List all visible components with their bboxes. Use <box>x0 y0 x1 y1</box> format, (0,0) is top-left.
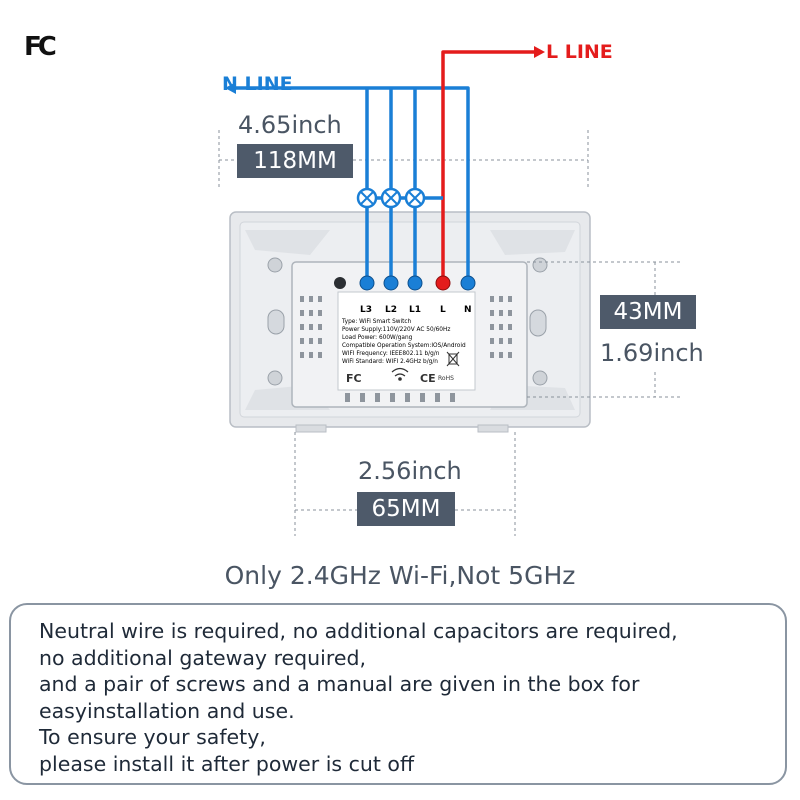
info-line: no additional gateway required, <box>39 645 366 670</box>
terminal-label: N <box>464 305 472 315</box>
depth-mm-label: 65MM <box>357 492 455 526</box>
spec-line: Compatible Operation System:IOS/Android <box>342 343 466 349</box>
terminal-l1 <box>407 275 423 291</box>
module-rohs-mark: RoHS <box>438 375 454 382</box>
width-inch-label: 4.65inch <box>238 111 342 139</box>
fcc-logo: FC <box>24 32 57 62</box>
l-line-label: L LINE <box>546 41 613 63</box>
info-line: please install it after power is cut off <box>39 751 415 776</box>
info-line: To ensure your safety, <box>39 725 266 749</box>
lamp-icon-group <box>356 187 426 209</box>
neutral-wire <box>233 86 470 283</box>
l-line-arrow <box>534 46 545 58</box>
live-wire <box>441 50 536 283</box>
weee-bin-icon <box>446 351 460 367</box>
n-line-arrow <box>225 82 236 94</box>
info-box: Neutral wire is required, no additional … <box>9 603 787 785</box>
terminal-label: L2 <box>385 305 397 315</box>
lamp-icon-1 <box>356 187 378 209</box>
info-line: easyinstallation and use. <box>39 698 295 723</box>
wifi-icon <box>391 367 409 381</box>
dimension-guides <box>218 130 680 536</box>
terminal-l3 <box>359 275 375 291</box>
terminal-l2 <box>383 275 399 291</box>
info-line: and a pair of screws and a manual are gi… <box>39 672 640 696</box>
width-mm-label: 118MM <box>237 144 353 178</box>
spec-line: Load Power: 600W/gang <box>342 335 413 341</box>
switch-module <box>291 261 528 408</box>
lamp-icon-3 <box>404 187 426 209</box>
n-line-label: N LINE <box>222 73 293 95</box>
wires <box>233 50 536 283</box>
info-line: Neutral wire is required, no additional … <box>39 619 678 643</box>
depth-inch-label: 2.56inch <box>358 457 462 485</box>
height-mm-label: 43MM <box>600 295 696 329</box>
spec-line: WIFI Frequency: IEEE802.11 b/g/n <box>342 351 440 357</box>
height-inch-label: 1.69inch <box>600 339 704 367</box>
spec-line: Type: WiFi Smart Switch <box>341 319 412 325</box>
spec-line: WiFi Standard: WIFI 2.4GHz b/g/n <box>342 359 438 365</box>
terminal-label: L1 <box>409 305 421 315</box>
terminal-label: L3 <box>360 305 372 315</box>
module-fc-mark: FC <box>346 372 362 385</box>
terminal-n <box>460 275 476 291</box>
spec-line: Power Supply:110V/220V AC 50/60Hz <box>342 327 450 333</box>
terminal-l <box>435 275 451 291</box>
terminal-label: L <box>440 305 446 315</box>
lamp-icon-2 <box>380 187 402 209</box>
wifi-note: Only 2.4GHz Wi-Fi,Not 5GHz <box>224 561 576 590</box>
module-ce-mark: CE <box>420 372 436 385</box>
